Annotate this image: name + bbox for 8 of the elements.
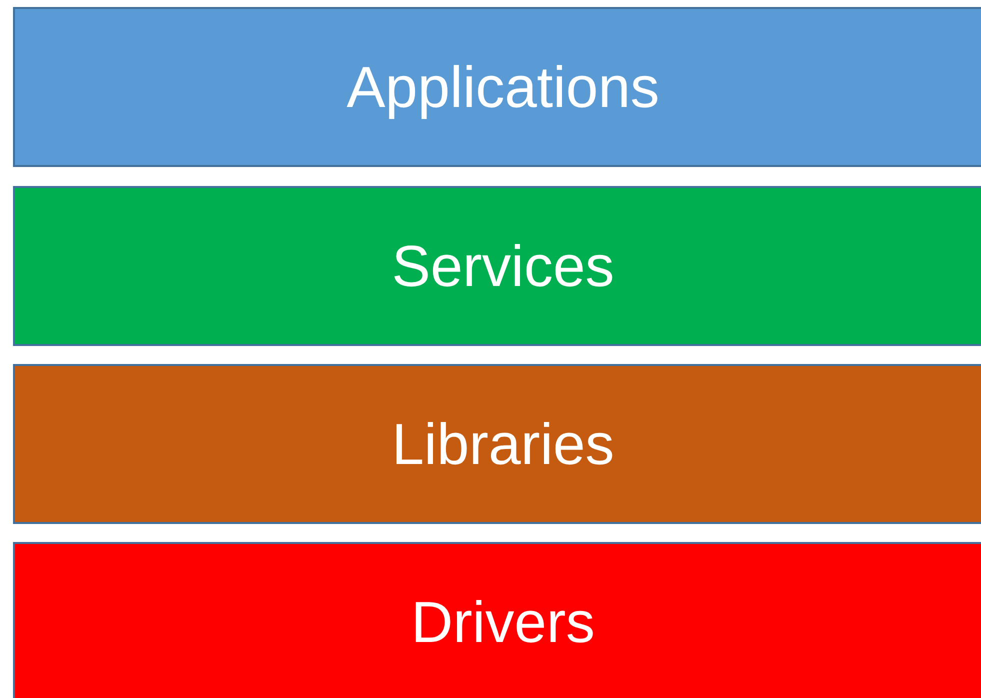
layer-label: Libraries [392, 410, 614, 478]
layer-band [13, 186, 981, 346]
layer-band [13, 364, 981, 524]
layer-label: Drivers [411, 588, 595, 656]
layer-label: Applications [346, 54, 660, 120]
layer-band [13, 542, 981, 698]
layer-label: Services [392, 232, 614, 300]
layer-band [13, 7, 981, 167]
